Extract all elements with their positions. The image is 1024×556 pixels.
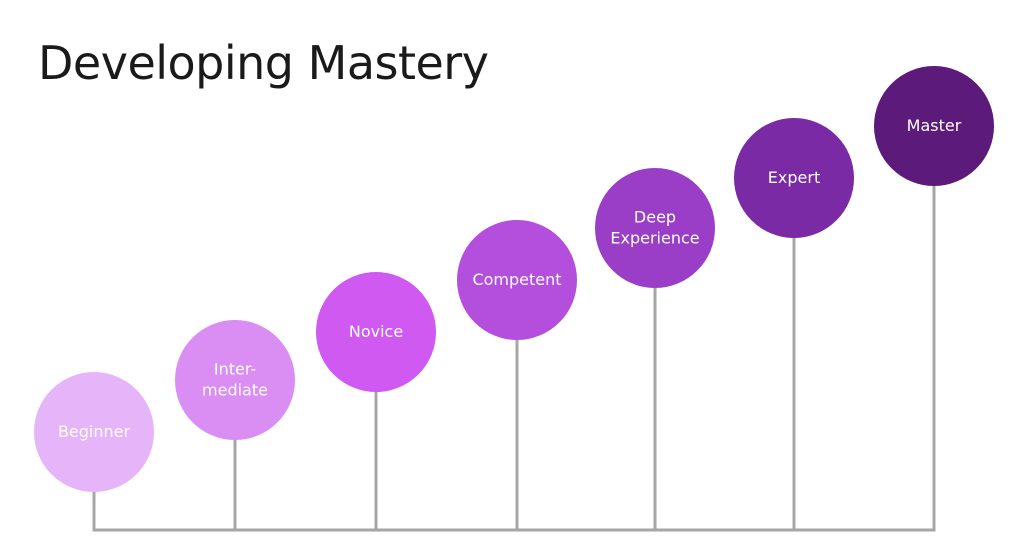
- stage-node: Expert: [734, 118, 854, 238]
- stage-label: Inter-: [214, 360, 256, 379]
- stage-node: Competent: [457, 220, 577, 340]
- stage-node: Beginner: [34, 372, 154, 492]
- stage-node: Novice: [316, 272, 436, 392]
- stage-circle: [874, 66, 994, 186]
- stage-circle: [734, 118, 854, 238]
- stage-label: mediate: [202, 381, 268, 400]
- stage-circle: [175, 320, 295, 440]
- stage-circle: [457, 220, 577, 340]
- stage-label: Master: [907, 116, 962, 135]
- stages-layer: Beginner Inter-mediate Novice Competent Deep…: [34, 66, 994, 492]
- stage-circle: [595, 168, 715, 288]
- stage-node: Master: [874, 66, 994, 186]
- stage-label: Deep: [634, 208, 676, 227]
- stage-label: Competent: [472, 270, 561, 289]
- stage-label: Expert: [768, 168, 820, 187]
- stage-node: Inter-mediate: [175, 320, 295, 440]
- stage-circle: [34, 372, 154, 492]
- page-title: Developing Mastery: [38, 36, 489, 90]
- stage-circle: [316, 272, 436, 392]
- stage-label: Novice: [349, 322, 403, 341]
- stage-label: Experience: [610, 229, 699, 248]
- stage-label: Beginner: [58, 422, 131, 441]
